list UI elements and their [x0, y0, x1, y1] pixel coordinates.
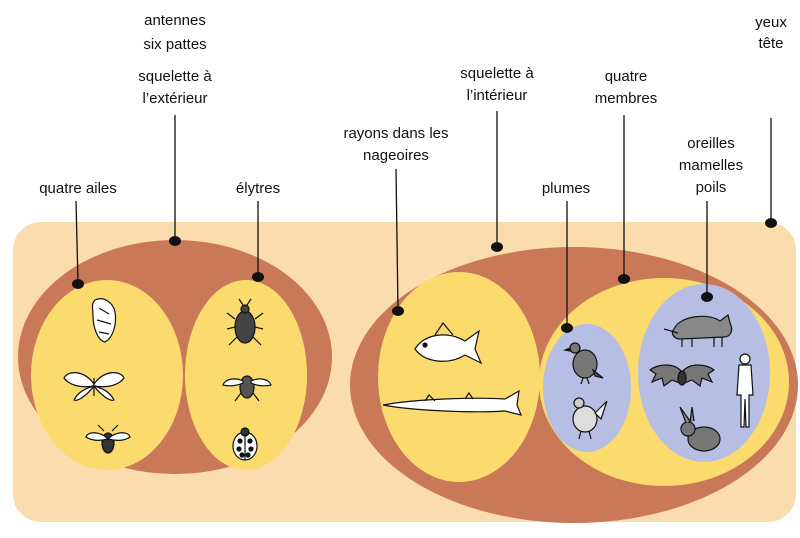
- dot-squelette-interieur: [491, 242, 503, 252]
- label-squelette-exterieur-2: l’extérieur: [142, 90, 207, 107]
- label-quatre-membres-2: membres: [595, 90, 658, 107]
- label-elytres: élytres: [236, 180, 280, 197]
- label-tete: tête: [758, 35, 783, 52]
- label-squelette-exterieur-1: squelette à: [138, 68, 212, 85]
- label-poils: poils: [696, 179, 727, 196]
- label-quatre-membres-1: quatre: [605, 68, 648, 85]
- label-yeux: yeux: [755, 14, 787, 31]
- label-rayons-2: nageoires: [363, 147, 429, 164]
- dot-poils: [701, 292, 713, 302]
- ellipse-rayons-nageoires: [378, 272, 540, 482]
- label-squelette-interieur-1: squelette à: [460, 65, 534, 82]
- label-quatre-ailes: quatre ailes: [39, 180, 117, 197]
- dot-rayons: [392, 306, 404, 316]
- ellipse-plumes: [543, 324, 631, 452]
- dot-elytres: [252, 272, 264, 282]
- label-oreilles: oreilles: [687, 135, 735, 152]
- label-six-pattes: six pattes: [143, 36, 206, 53]
- label-antennes: antennes: [144, 12, 206, 29]
- label-plumes: plumes: [542, 180, 590, 197]
- dot-squelette-exterieur: [169, 236, 181, 246]
- label-mamelles: mamelles: [679, 157, 743, 174]
- label-squelette-interieur-2: l’intérieur: [467, 87, 528, 104]
- dot-yeux-tete: [765, 218, 777, 228]
- label-rayons-1: rayons dans les: [343, 125, 448, 142]
- dot-quatre-ailes: [72, 279, 84, 289]
- dot-quatre-membres: [618, 274, 630, 284]
- dot-plumes: [561, 323, 573, 333]
